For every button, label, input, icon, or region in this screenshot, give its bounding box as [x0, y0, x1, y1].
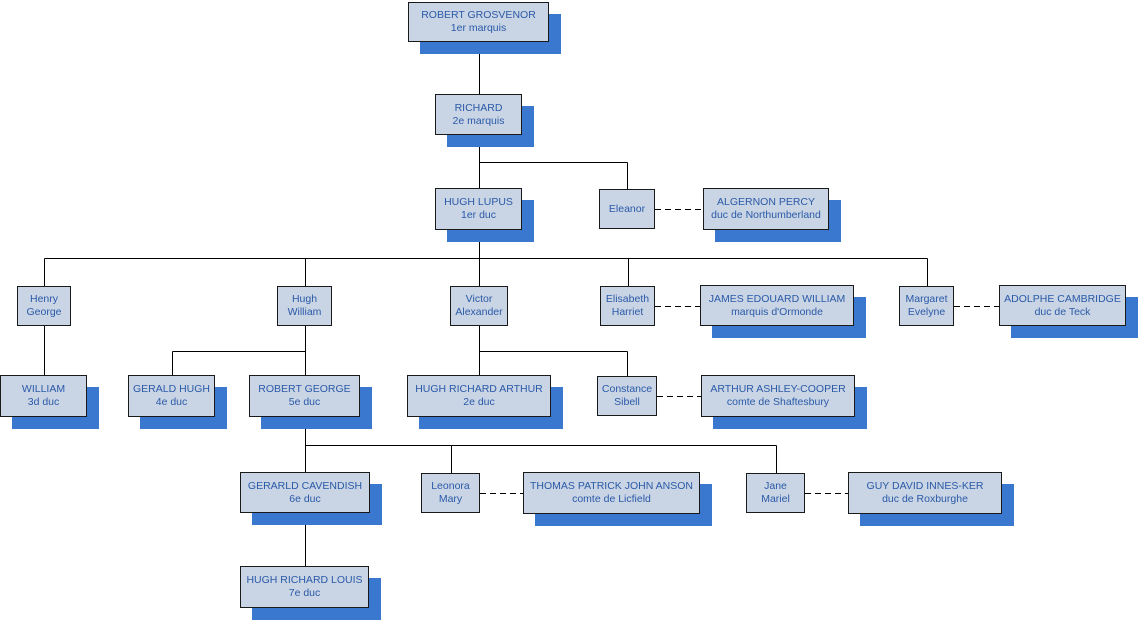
node-box[interactable]: HUGH LUPUS 1er duc: [435, 188, 522, 230]
node-arthur-ashley-cooper: ARTHUR ASHLEY-COOPER comte de Shaftesbur…: [701, 375, 867, 429]
node-robert-grosvenor: ROBERT GROSVENOR 1er marquis: [408, 2, 561, 54]
node-name: Elisabeth: [605, 293, 650, 305]
node-name: Hugh: [291, 293, 318, 305]
node-robert-george: ROBERT GEORGE 5e duc: [249, 375, 372, 429]
node-box[interactable]: Eleanor: [599, 189, 655, 229]
node-name: GERARLD CAVENDISH: [247, 479, 363, 492]
node-gerald-hugh: GERALD HUGH 4e duc: [128, 375, 227, 429]
node-elisabeth-harriet: Elisabeth Harriet: [600, 286, 655, 326]
node-title: 1er marquis: [450, 22, 507, 34]
node-hugh-lupus: HUGH LUPUS 1er duc: [435, 188, 534, 242]
node-title: 2e marquis: [452, 114, 505, 127]
node-name: HUGH LUPUS: [444, 196, 513, 208]
node-name: GUY DAVID INNES-KER: [866, 480, 984, 492]
node-title: Evelyne: [907, 306, 946, 318]
node-title: Alexander: [455, 306, 503, 318]
node-box[interactable]: GERALD HUGH 4e duc: [128, 375, 215, 417]
node-box[interactable]: ARTHUR ASHLEY-COOPER comte de Shaftesbur…: [701, 375, 855, 417]
node-name: ALGERNON PERCY: [716, 196, 816, 208]
node-box[interactable]: ADOLPHE CAMBRIDGE duc de Teck: [999, 285, 1126, 326]
node-title: Harriet: [611, 306, 644, 318]
node-title: 3d duc: [27, 396, 60, 408]
node-william: WILLIAM 3d duc: [0, 375, 99, 429]
node-name: Victor: [465, 293, 493, 305]
node-thomas-patrick-john-anson: THOMAS PATRICK JOHN ANSON comte de Licfi…: [523, 472, 712, 526]
node-name: GERALD HUGH: [132, 383, 210, 395]
node-box[interactable]: GUY DAVID INNES-KER duc de Roxburghe: [848, 472, 1002, 514]
node-title: Sibell: [614, 396, 640, 408]
node-guy-david-innes-ker: GUY DAVID INNES-KER duc de Roxburghe: [848, 472, 1014, 526]
node-title: Mary: [438, 493, 463, 505]
node-box[interactable]: JAMES EDOUARD WILLIAM marquis d'Ormonde: [700, 285, 854, 326]
node-name: Jane: [764, 480, 787, 492]
node-henry-george: Henry George: [17, 286, 71, 326]
node-hugh-richard-louis: HUGH RICHARD LOUIS 7e duc: [240, 566, 381, 620]
node-box[interactable]: ROBERT GEORGE 5e duc: [249, 375, 360, 417]
node-title: 1er duc: [460, 209, 497, 221]
node-name: Eleanor: [608, 202, 646, 215]
node-title: 7e duc: [288, 587, 321, 599]
node-box[interactable]: Margaret Evelyne: [899, 286, 954, 326]
node-name: Margaret: [905, 293, 948, 305]
node-box[interactable]: HUGH RICHARD ARTHUR 2e duc: [407, 375, 551, 417]
node-name: ARTHUR ASHLEY-COOPER: [710, 383, 846, 395]
node-title: 5e duc: [288, 396, 321, 408]
node-jane-mariel: Jane Mariel: [746, 473, 805, 513]
node-constance-sibell: Constance Sibell: [597, 376, 657, 416]
node-name: JAMES EDOUARD WILLIAM: [708, 292, 846, 305]
node-adolphe-cambridge: ADOLPHE CAMBRIDGE duc de Teck: [999, 285, 1138, 338]
node-hugh-richard-arthur: HUGH RICHARD ARTHUR 2e duc: [407, 375, 563, 429]
node-name: RICHARD: [454, 101, 503, 114]
node-algernon-percy: ALGERNON PERCY duc de Northumberland: [703, 188, 841, 242]
node-title: 2e duc: [463, 396, 495, 408]
node-name: Henry: [29, 293, 58, 305]
node-title: marquis d'Ormonde: [731, 305, 823, 318]
node-title: comte de Licfield: [572, 493, 651, 505]
node-title: duc de Teck: [1034, 305, 1091, 318]
node-box[interactable]: ROBERT GROSVENOR 1er marquis: [408, 2, 549, 42]
node-box[interactable]: Leonora Mary: [421, 473, 480, 513]
node-name: ROBERT GEORGE: [258, 383, 351, 395]
node-title: 4e duc: [155, 396, 188, 408]
node-box[interactable]: Hugh William: [277, 286, 332, 326]
node-box[interactable]: THOMAS PATRICK JOHN ANSON comte de Licfi…: [523, 472, 700, 514]
node-title: William: [287, 306, 322, 318]
node-leonora-mary: Leonora Mary: [421, 473, 480, 513]
node-title: comte de Shaftesbury: [726, 396, 830, 408]
node-name: THOMAS PATRICK JOHN ANSON: [530, 480, 693, 492]
node-name: ADOLPHE CAMBRIDGE: [1004, 292, 1121, 305]
node-box[interactable]: Henry George: [17, 286, 71, 326]
node-box[interactable]: Constance Sibell: [597, 376, 657, 416]
node-title: 6e duc: [289, 492, 321, 505]
node-title: Mariel: [761, 493, 790, 505]
node-title: duc de Roxburghe: [882, 493, 968, 505]
node-gerald-cavendish: GERARLD CAVENDISH 6e duc: [240, 472, 382, 525]
node-box[interactable]: Jane Mariel: [746, 473, 805, 513]
node-hugh-william: Hugh William: [277, 286, 332, 326]
node-name: HUGH RICHARD ARTHUR: [415, 383, 543, 395]
node-richard: RICHARD 2e marquis: [435, 94, 534, 147]
node-james-edouard-william: JAMES EDOUARD WILLIAM marquis d'Ormonde: [700, 285, 866, 338]
node-box[interactable]: ALGERNON PERCY duc de Northumberland: [703, 188, 829, 230]
node-victor-alexander: Victor Alexander: [450, 286, 508, 326]
node-box[interactable]: Elisabeth Harriet: [600, 286, 655, 326]
node-name: Constance: [601, 383, 653, 395]
node-title: duc de Northumberland: [711, 209, 821, 221]
node-name: Leonora: [431, 480, 470, 492]
node-title: George: [26, 306, 62, 318]
node-box[interactable]: GERARLD CAVENDISH 6e duc: [240, 472, 370, 513]
node-box[interactable]: WILLIAM 3d duc: [0, 375, 87, 417]
node-box[interactable]: HUGH RICHARD LOUIS 7e duc: [240, 566, 369, 608]
node-eleanor: Eleanor: [599, 189, 655, 229]
node-name: WILLIAM: [21, 383, 66, 395]
node-margaret-evelyne: Margaret Evelyne: [899, 286, 954, 326]
node-box[interactable]: RICHARD 2e marquis: [435, 94, 522, 135]
node-name: ROBERT GROSVENOR: [421, 9, 536, 21]
node-name: HUGH RICHARD LOUIS: [246, 574, 363, 586]
node-box[interactable]: Victor Alexander: [450, 286, 508, 326]
